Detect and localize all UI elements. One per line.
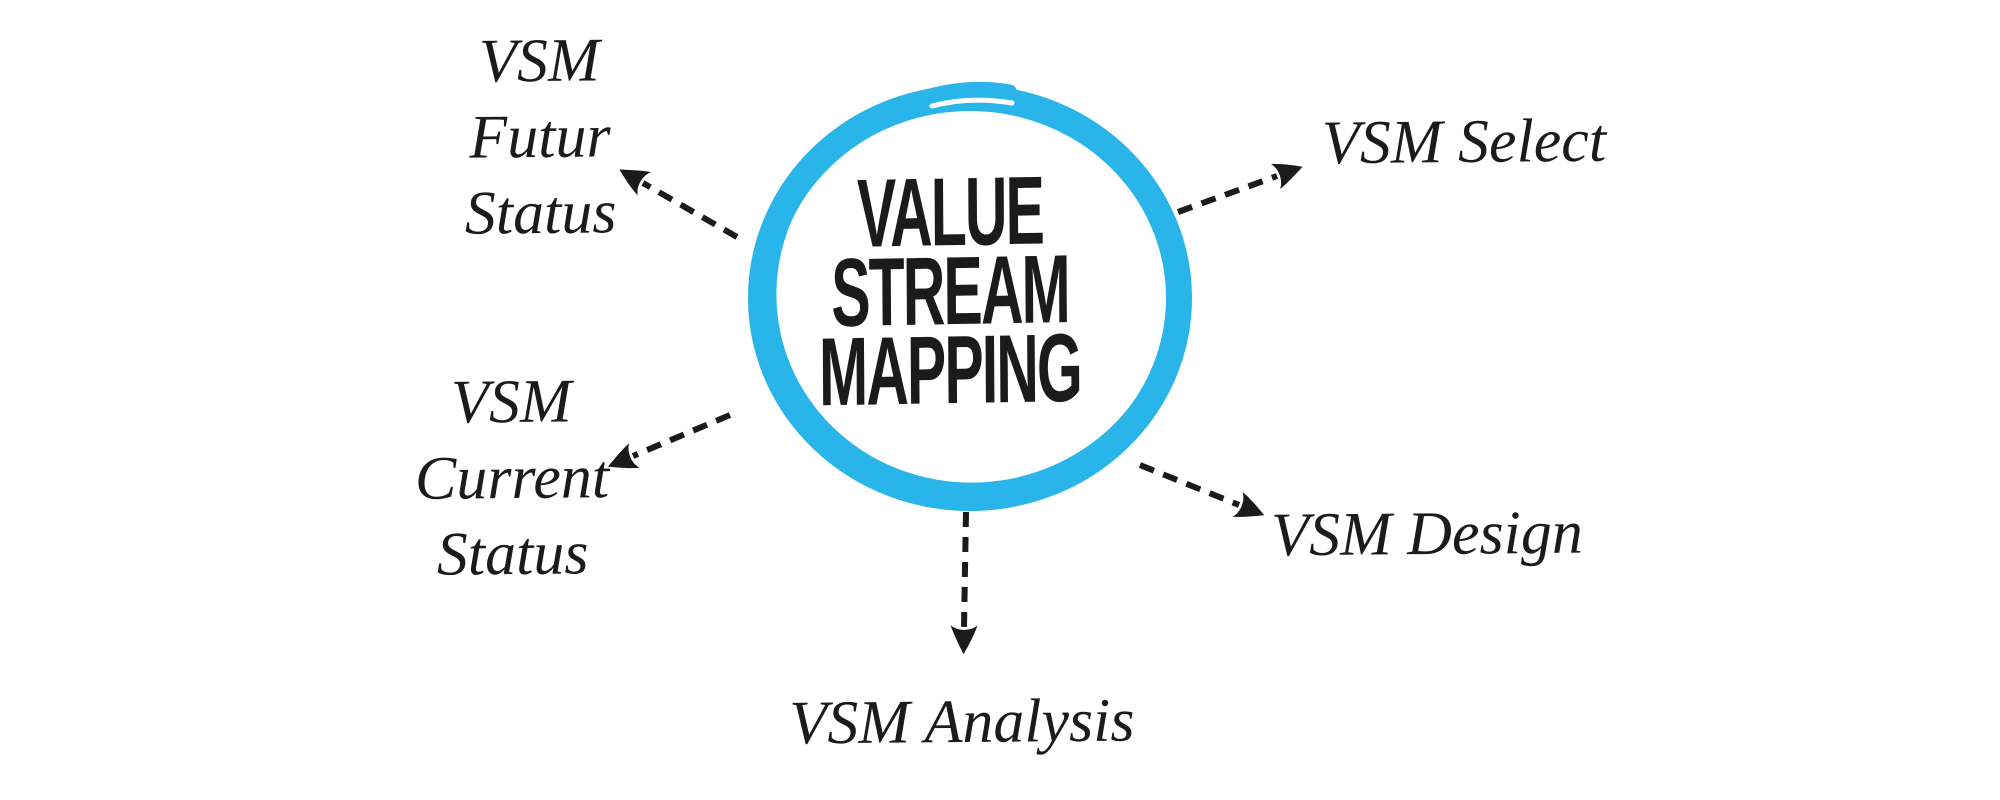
node-vsm-futur-status: VSM Futur Status (463, 22, 617, 251)
arrow-to-futur-status (619, 169, 739, 240)
node-vsm-current-status: VSM Current Status (414, 363, 610, 593)
arrow-to-current-status (607, 412, 732, 469)
arrow-to-select (1176, 163, 1303, 215)
circle-pen-gap (929, 97, 1015, 109)
node-label-line: VSM (450, 367, 572, 437)
node-label-line: Status (436, 519, 589, 589)
center-circle (748, 81, 1192, 511)
node-vsm-analysis: VSM Analysis (789, 682, 1135, 761)
node-label-line: VSM Analysis (789, 686, 1135, 758)
node-vsm-select: VSM Select (1322, 103, 1607, 181)
circle-overdraw-stroke (764, 90, 1183, 495)
arrow-to-analysis (950, 511, 978, 655)
node-vsm-design: VSM Design (1271, 495, 1583, 574)
circle-pen-tail (920, 81, 1017, 103)
node-label-line: Current (414, 443, 610, 513)
node-label-line: Futur (469, 102, 611, 172)
node-label-line: VSM (478, 26, 600, 96)
node-label-line: Status (464, 178, 617, 248)
center-topic-line: MAPPING (818, 314, 1082, 427)
node-label-line: VSM Select (1321, 106, 1607, 178)
center-topic: VALUE STREAM MAPPING (739, 157, 1161, 427)
node-label-line: VSM Design (1270, 498, 1584, 570)
connector-arrows (607, 163, 1303, 655)
arrow-to-design (1138, 462, 1265, 517)
